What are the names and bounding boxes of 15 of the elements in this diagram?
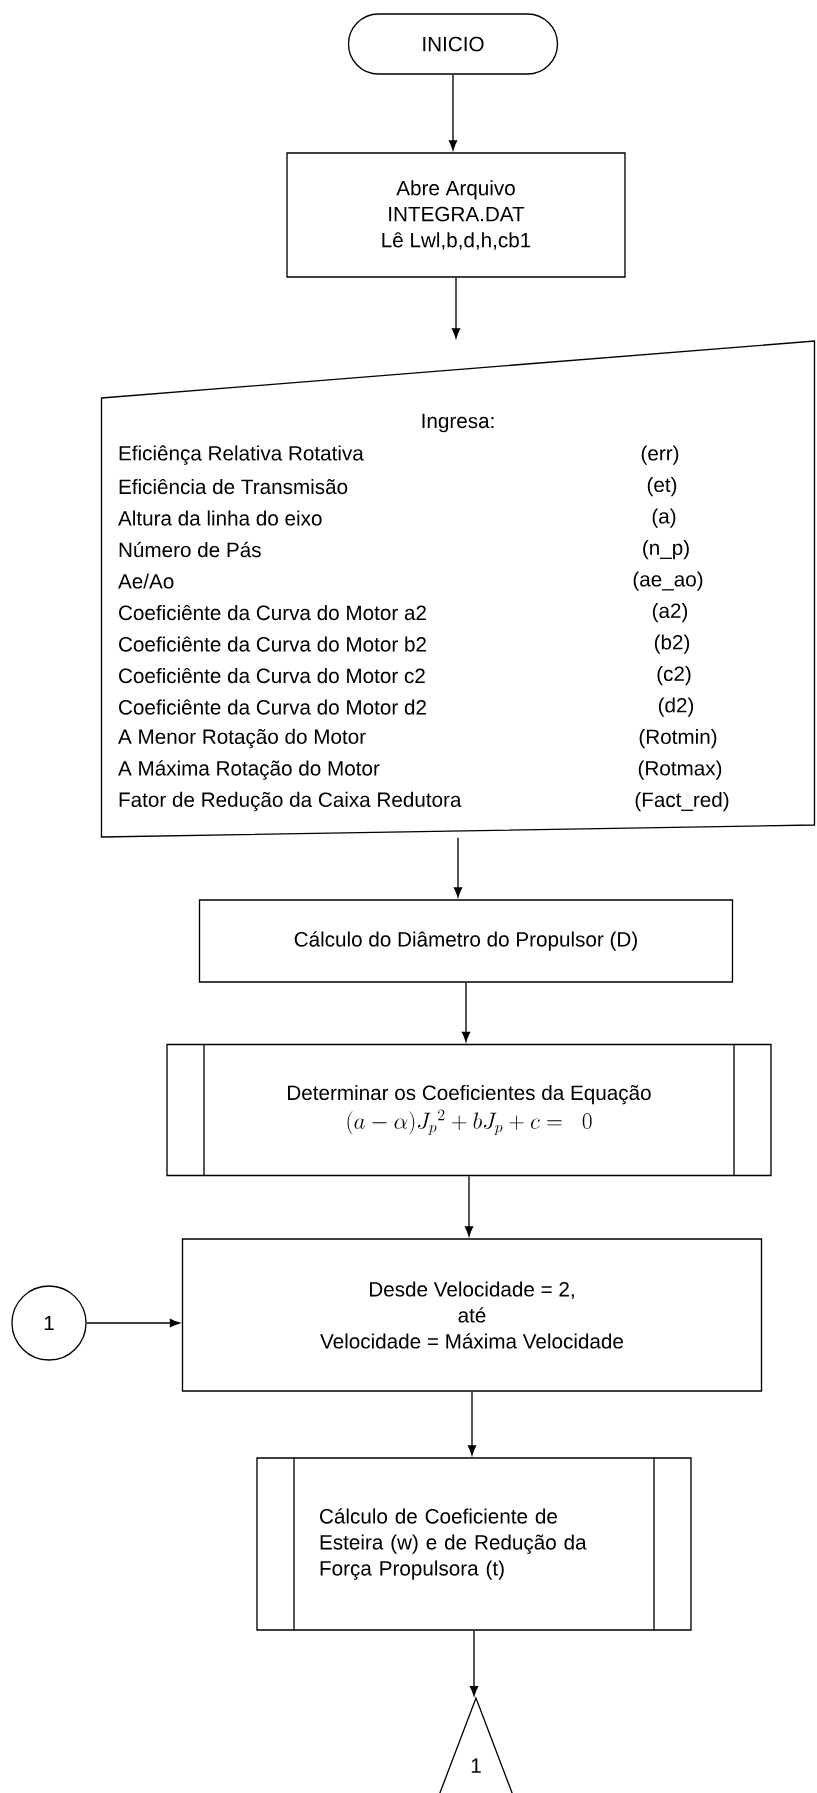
off-page-connector: 1 [437,1696,515,1793]
predefined-process-box: Determinar os Coeficientes da Equação $(a-\alpha)J_p{}^2+bJ_p+c=\;\;0$ [166,1043,772,1177]
arrow [451,277,461,339]
arrow [86,1318,180,1328]
arrow [448,74,458,151]
predefined-process-box: Cálculo de Coeficiente de Esteira (w) e de Redução da Força Propulsora (t) [256,1457,692,1631]
process-box: Desde Velocidade = 2, até Velocidade = Máxima Velocidade [181,1238,763,1392]
arrow [461,982,471,1042]
arrow [453,837,463,898]
arrow [467,1391,477,1456]
arrow [469,1630,479,1696]
manual-input-box: Ingresa: Eficiênça Relativa Rotativa (err) Eficiência de Transmisão (et) Altura da linha do eixo (a) Número de Pás (n_p) Ae/Ao (ae_ao) Coeficiênte da Curva do Motor a2 (a2) Coeficiênte da Curva do Motor b2 (b2) Coeficiênte da Curva do Motor c2 (c2) Coeficiênte da Curva do Motor d2 (d2) A Menor Rotação do Motor (Rotmin) A Máxima Rotação do Motor (Rotmax) Fator de Redução da Caixa Redutora (Fact_red) [100,340,816,838]
process-box: Abre Arquivo INTEGRA.DAT Lê Lwl,b,d,h,cb1 [286,152,626,278]
process-box: Cálculo do Diâmetro do Propulsor (D) [198,899,734,983]
arrow [464,1175,474,1237]
